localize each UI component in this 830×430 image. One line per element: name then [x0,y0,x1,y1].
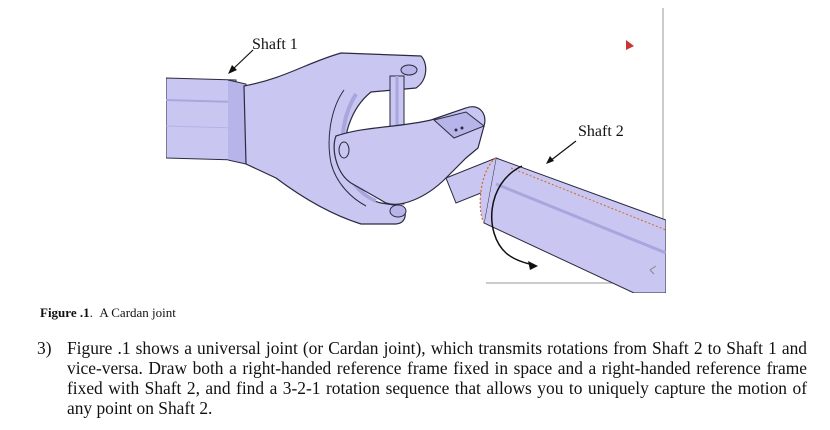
rotation-arrow-head [528,261,538,270]
axis-triad-icon [649,265,657,275]
caption-separator: . [89,305,100,320]
view-triad-icon [626,40,634,50]
problem-number: 3) [37,338,52,358]
shaft-2-leader-head [546,156,554,164]
caption-label: Figure .1 [40,305,90,320]
shaft-2-label: Shaft 2 [578,123,624,140]
shaft-1-body [165,77,247,165]
cardan-joint-figure: Shaft 1 Shaft 2 [165,8,667,294]
shaft-2-body [479,157,667,294]
shaft-2-leader [549,140,577,162]
caption-text: A Cardan joint [99,305,176,320]
figure-caption: Figure .1. A Cardan joint [40,305,176,321]
shaft-1-leader-head [228,65,237,74]
cardan-joint-drawing: Shaft 1 Shaft 2 [165,8,667,294]
shaft-1-leader [231,49,254,71]
problem-text: Figure .1 shows a universal joint (or Ca… [67,338,807,418]
shaft-1-label: Shaft 1 [252,36,298,53]
problem-statement: 3) Figure .1 shows a universal joint (or… [37,338,807,418]
rotation-arrow [491,165,535,266]
